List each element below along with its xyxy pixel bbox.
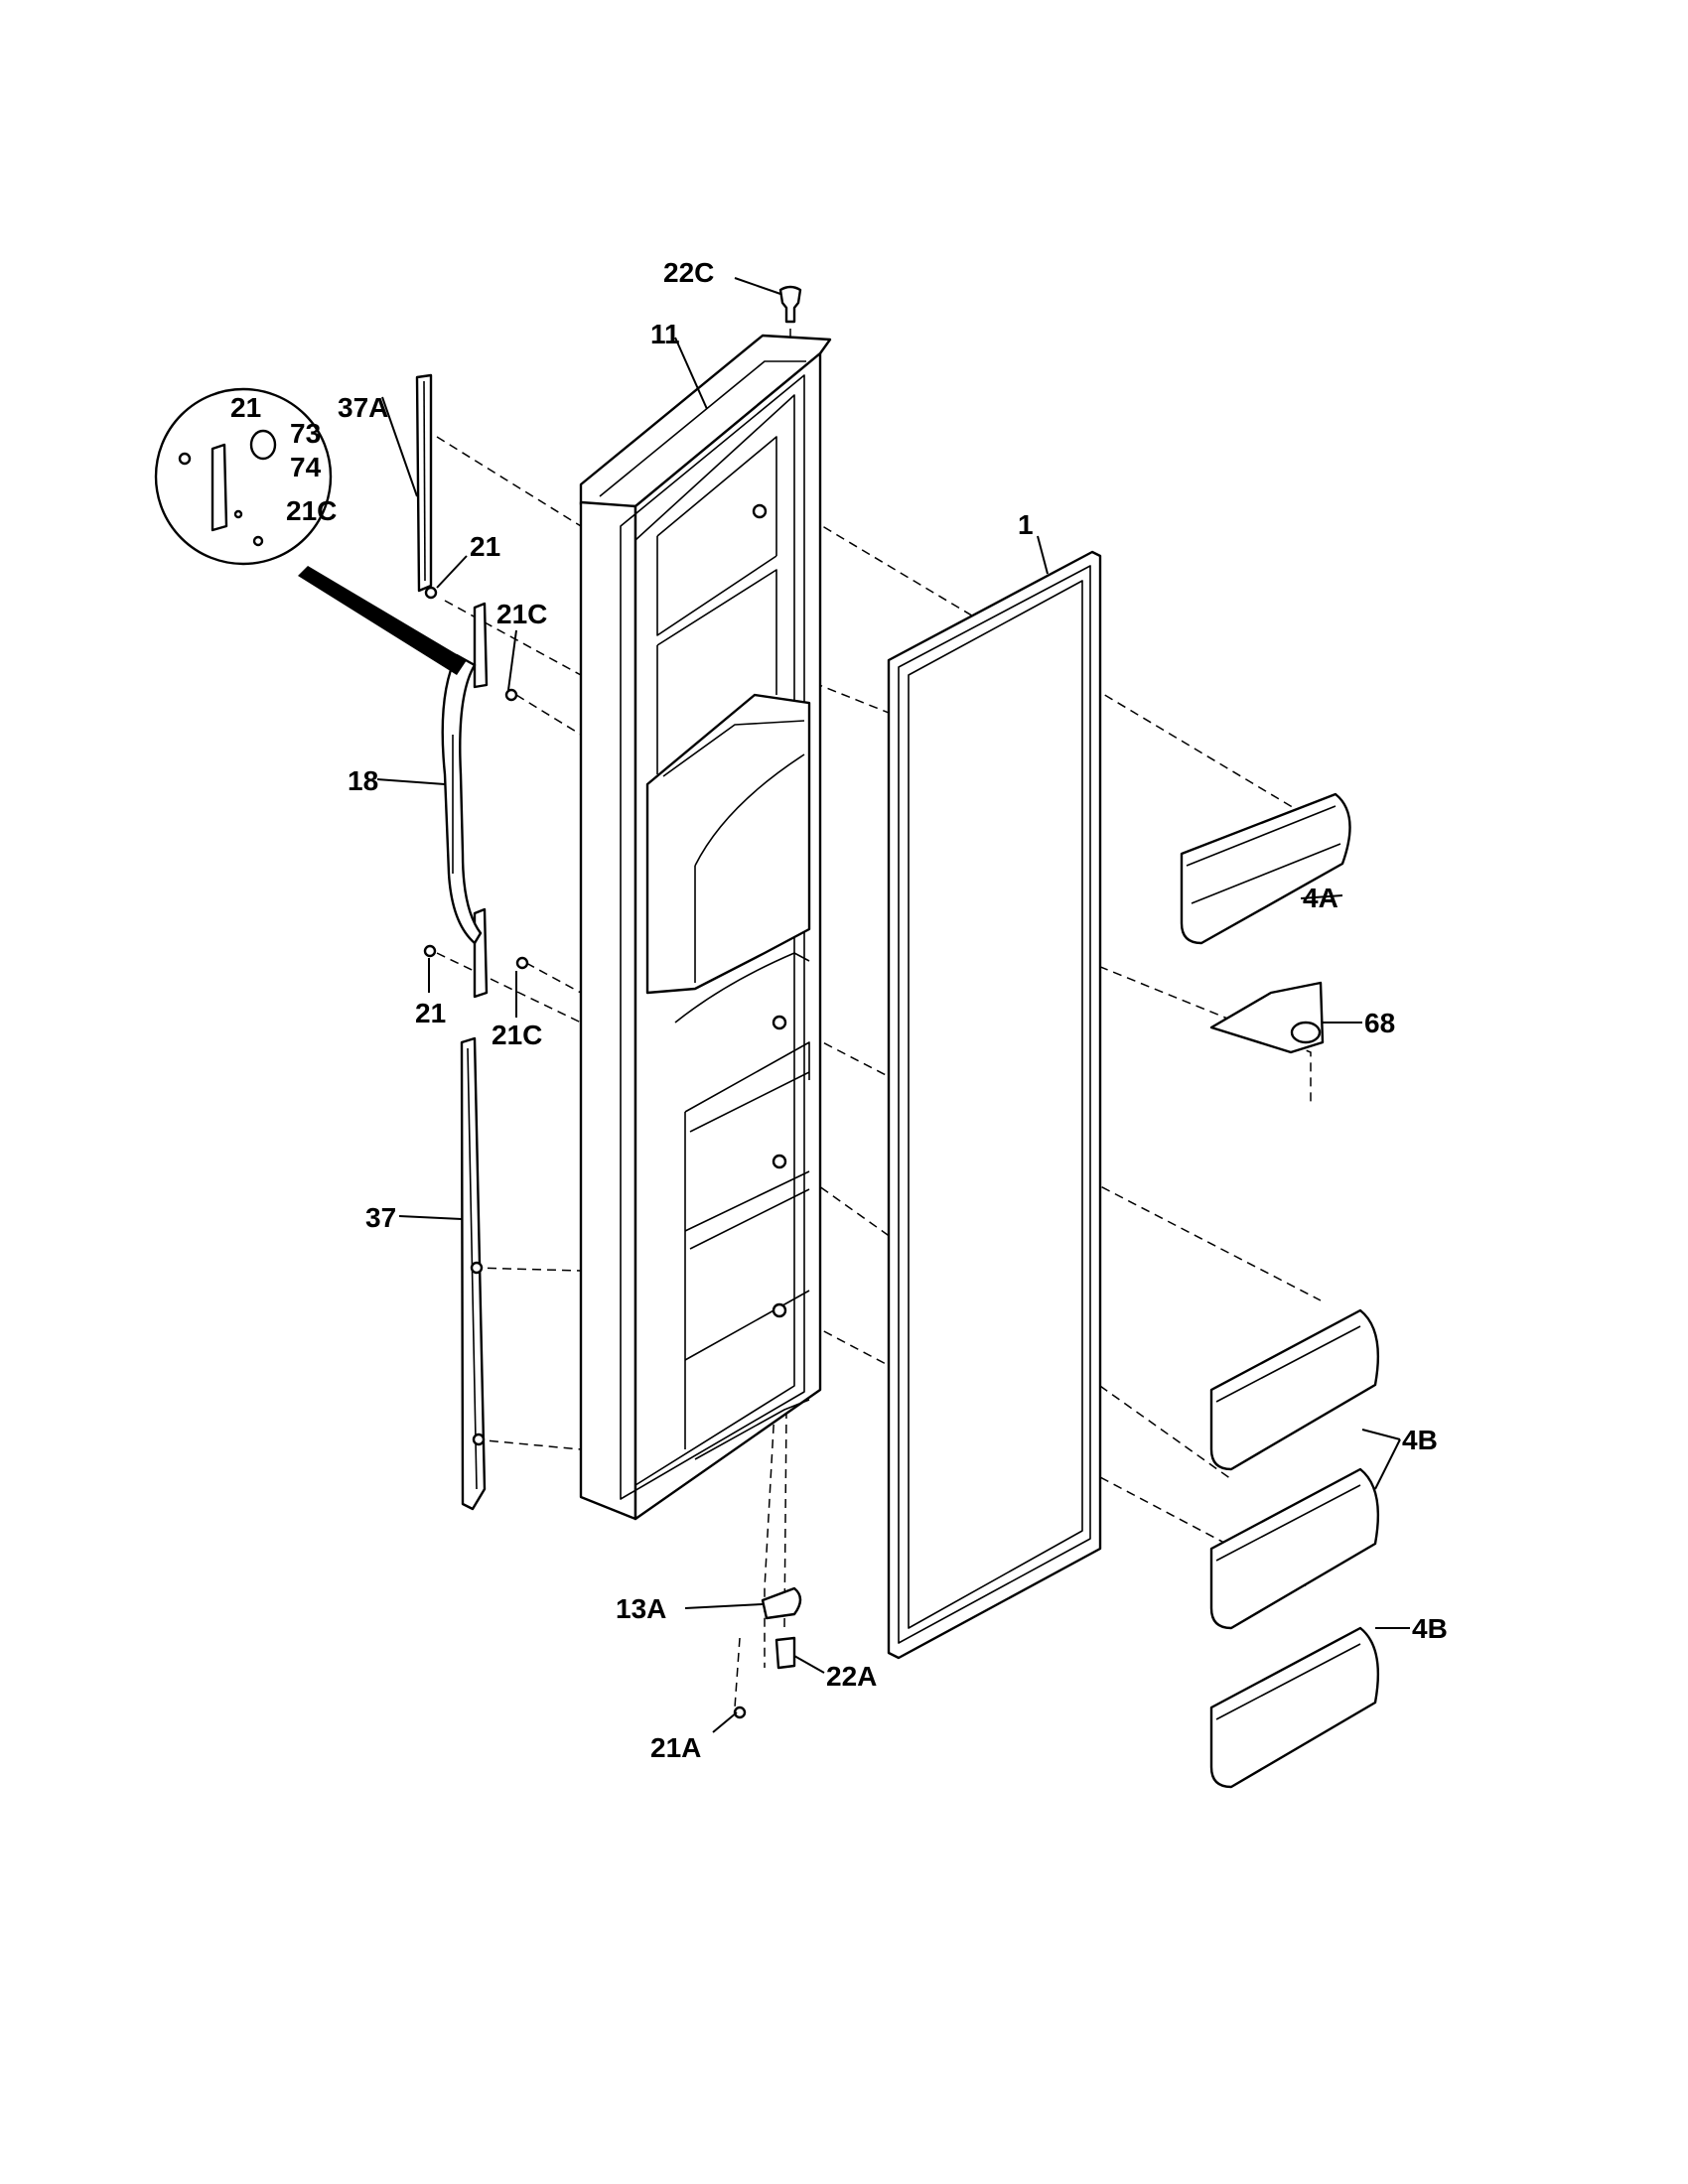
label-74: 74	[290, 452, 322, 482]
label-21c-inset: 21C	[286, 495, 337, 526]
label-68: 68	[1364, 1008, 1395, 1038]
alignment-lines	[436, 298, 1322, 1708]
label-4b-upper: 4B	[1402, 1425, 1438, 1455]
screws-bottom	[423, 944, 529, 970]
label-4b-lower: 4B	[1412, 1613, 1448, 1644]
freezer-door-11	[579, 334, 832, 1521]
detail-inset	[154, 387, 467, 675]
label-73: 73	[290, 418, 321, 449]
door-bin-4b-3	[1209, 1626, 1380, 1789]
trim-37a	[415, 373, 433, 593]
hinge-bracket-13a	[761, 1586, 802, 1620]
label-1: 1	[1018, 509, 1034, 540]
door-handle-18	[441, 602, 489, 999]
screw-21a	[733, 1706, 747, 1719]
hinge-pin-22a	[774, 1636, 796, 1670]
hinge-pin-22c	[778, 285, 802, 324]
label-21c-bottom: 21C	[492, 1020, 542, 1050]
trim-37	[460, 1036, 487, 1511]
label-21-bottom: 21	[415, 998, 446, 1028]
label-21-inset: 21	[230, 392, 261, 423]
label-22a: 22A	[826, 1661, 877, 1692]
door-bin-4a	[1180, 792, 1351, 945]
label-37a: 37A	[338, 392, 388, 423]
label-21c-top: 21C	[496, 599, 547, 629]
label-18: 18	[348, 765, 378, 796]
leader-lines	[376, 277, 1410, 1733]
door-gasket-1	[887, 550, 1102, 1660]
label-21a: 21A	[650, 1732, 701, 1763]
label-11: 11	[650, 319, 680, 349]
part-labels: 22C 11 37A 21 73 74 21C 21 21C 1 18 4A 6…	[230, 257, 1448, 1763]
door-bin-4b-2	[1209, 1467, 1380, 1630]
screws-top	[424, 586, 518, 702]
label-22c: 22C	[663, 257, 714, 288]
label-13a: 13A	[616, 1593, 666, 1624]
label-4a: 4A	[1303, 883, 1338, 913]
door-bin-4b-1	[1209, 1308, 1380, 1471]
label-37: 37	[365, 1202, 396, 1233]
label-21-top: 21	[470, 531, 500, 562]
ice-cup-68	[1209, 981, 1325, 1054]
